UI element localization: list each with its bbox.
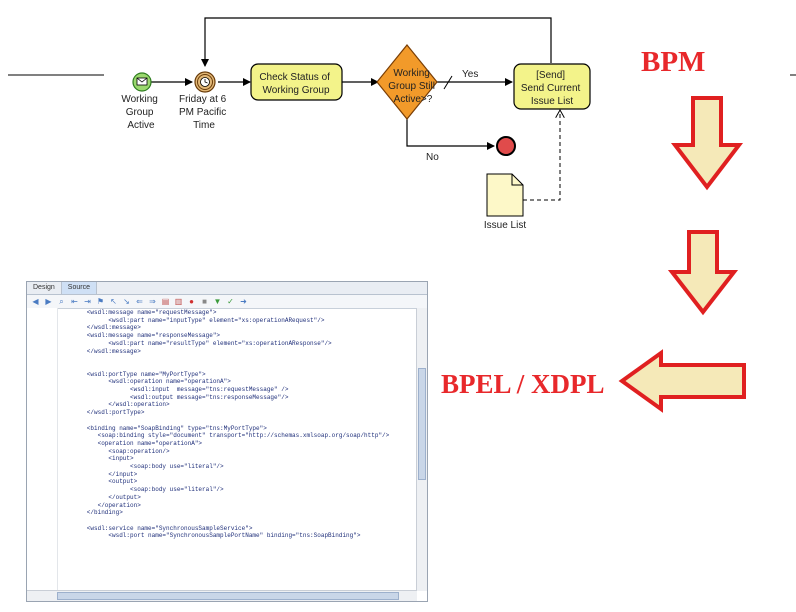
- uncomment-icon[interactable]: ▥: [174, 297, 183, 306]
- down-arrow-icon-2: [667, 230, 739, 316]
- previous-bookmark-icon[interactable]: ↖: [110, 297, 117, 306]
- document-icon: [486, 173, 524, 217]
- code-line: </wsdl:message>: [58, 347, 141, 355]
- toggle-bookmark-icon[interactable]: ⚑: [96, 297, 105, 306]
- document-label: Issue List: [484, 220, 526, 231]
- vertical-scrollbar[interactable]: [416, 308, 427, 591]
- flow-loop-back: [201, 17, 552, 67]
- code-line: </wsdl:operation>: [58, 401, 170, 409]
- task-send-issue-list: [513, 63, 591, 110]
- code-line: <operation name="operationA">: [58, 439, 203, 447]
- code-line: [58, 517, 417, 525]
- code-line: <wsdl:message name="responseMessage">: [58, 332, 221, 340]
- vertical-scroll-thumb[interactable]: [418, 368, 426, 480]
- code-line: <soap:operation/>: [58, 447, 170, 455]
- code-line: [58, 417, 417, 425]
- bpm-heading: BPM: [641, 46, 705, 78]
- shift-left-icon[interactable]: ⇐: [136, 297, 143, 306]
- flow-no: [406, 111, 495, 150]
- code-line: <wsdl:part name="inputType" element="xs:…: [58, 316, 325, 324]
- next-bookmark-icon[interactable]: ↘: [123, 297, 130, 306]
- task-send-label: [Send] Send Current Issue List: [521, 70, 583, 107]
- editor-body[interactable]: <wsdl:message name="requestMessage"> <ws…: [27, 308, 417, 591]
- macro-stop-icon[interactable]: ■: [202, 297, 207, 306]
- editor-toolbar: ◀ ▶ ⌕ ⇤ ⇥ ⚑ ↖ ↘ ⇐ ⇒ ▤ ▥ ● ■ ▼ ✓ ➜: [27, 295, 427, 309]
- macro-record-icon[interactable]: ●: [189, 297, 194, 306]
- horizontal-scroll-thumb[interactable]: [57, 592, 399, 600]
- code-line: <wsdl:part name="resultType" element="xs…: [58, 339, 332, 347]
- code-line: </binding>: [58, 509, 123, 517]
- check-xml-icon[interactable]: ✓: [227, 297, 234, 306]
- find-previous-icon[interactable]: ⇤: [71, 297, 78, 306]
- code-line: <wsdl:message name="requestMessage">: [58, 309, 217, 316]
- gateway-label: Working Group Still Active>?: [388, 68, 437, 105]
- start-event-label: Working Group Active: [121, 94, 160, 131]
- code-line: <input>: [58, 455, 134, 463]
- horizontal-scrollbar[interactable]: [27, 590, 417, 601]
- left-arrow-icon: [618, 349, 746, 413]
- default-flow-slash: [443, 75, 453, 90]
- no-label: No: [426, 152, 439, 163]
- forward-icon[interactable]: ▶: [45, 297, 52, 306]
- find-next-icon[interactable]: ⇥: [84, 297, 91, 306]
- code-line: [58, 363, 417, 371]
- code-line: </wsdl:portType>: [58, 409, 145, 417]
- code-line: <wsdl:output message="tns:responseMessag…: [58, 393, 289, 401]
- shift-right-icon[interactable]: ⇒: [149, 297, 156, 306]
- line-gutter: [27, 308, 58, 591]
- code-line: </wsdl:message>: [58, 324, 141, 332]
- exclusive-gateway: [376, 44, 438, 120]
- comment-icon[interactable]: ▤: [161, 297, 170, 306]
- down-arrow-icon: [670, 96, 744, 191]
- code-area[interactable]: <wsdl:message name="requestMessage"> <ws…: [58, 308, 417, 591]
- source-editor: Design Source ◀ ▶ ⌕ ⇤ ⇥ ⚑ ↖ ↘ ⇐ ⇒ ▤ ▥ ● …: [26, 281, 428, 602]
- end-event: [496, 136, 516, 156]
- code-line: <wsdl:service name="SynchronousSampleSer…: [58, 524, 253, 532]
- find-icon[interactable]: ⌕: [59, 297, 64, 306]
- run-icon[interactable]: ➜: [240, 297, 247, 306]
- back-icon[interactable]: ◀: [32, 297, 39, 306]
- task-check-status: [250, 63, 343, 101]
- code-line: </input>: [58, 470, 138, 478]
- validate-icon[interactable]: ▼: [213, 297, 222, 306]
- data-association: [523, 110, 560, 201]
- code-line: <soap:binding style="document" transport…: [58, 432, 390, 440]
- code-line: </output>: [58, 493, 141, 501]
- editor-tabs: Design Source: [27, 282, 427, 295]
- yes-label: Yes: [462, 69, 478, 80]
- tab-source[interactable]: Source: [61, 282, 97, 294]
- code-line: <wsdl:port name="SynchronousSamplePortNa…: [58, 532, 361, 540]
- code-line: <wsdl:portType name="MyPortType">: [58, 370, 206, 378]
- tab-design[interactable]: Design: [27, 282, 62, 294]
- code-line: <wsdl:operation name="operationA">: [58, 378, 231, 386]
- code-line: <output>: [58, 478, 138, 486]
- code-line: <soap:body use="literal"/>: [58, 463, 224, 471]
- code-line: <wsdl:input message="tns:requestMessage"…: [58, 386, 289, 394]
- code-line: </operation>: [58, 501, 141, 509]
- code-line: [58, 355, 417, 363]
- timer-label: Friday at 6 PM Pacific Time: [179, 94, 229, 131]
- bpel-heading: BPEL / XDPL: [441, 369, 605, 399]
- code-line: <binding name="SoapBinding" type="tns:My…: [58, 424, 267, 432]
- code-line: <soap:body use="literal"/>: [58, 486, 224, 494]
- task-check-status-label: Check Status of Working Group: [259, 72, 332, 96]
